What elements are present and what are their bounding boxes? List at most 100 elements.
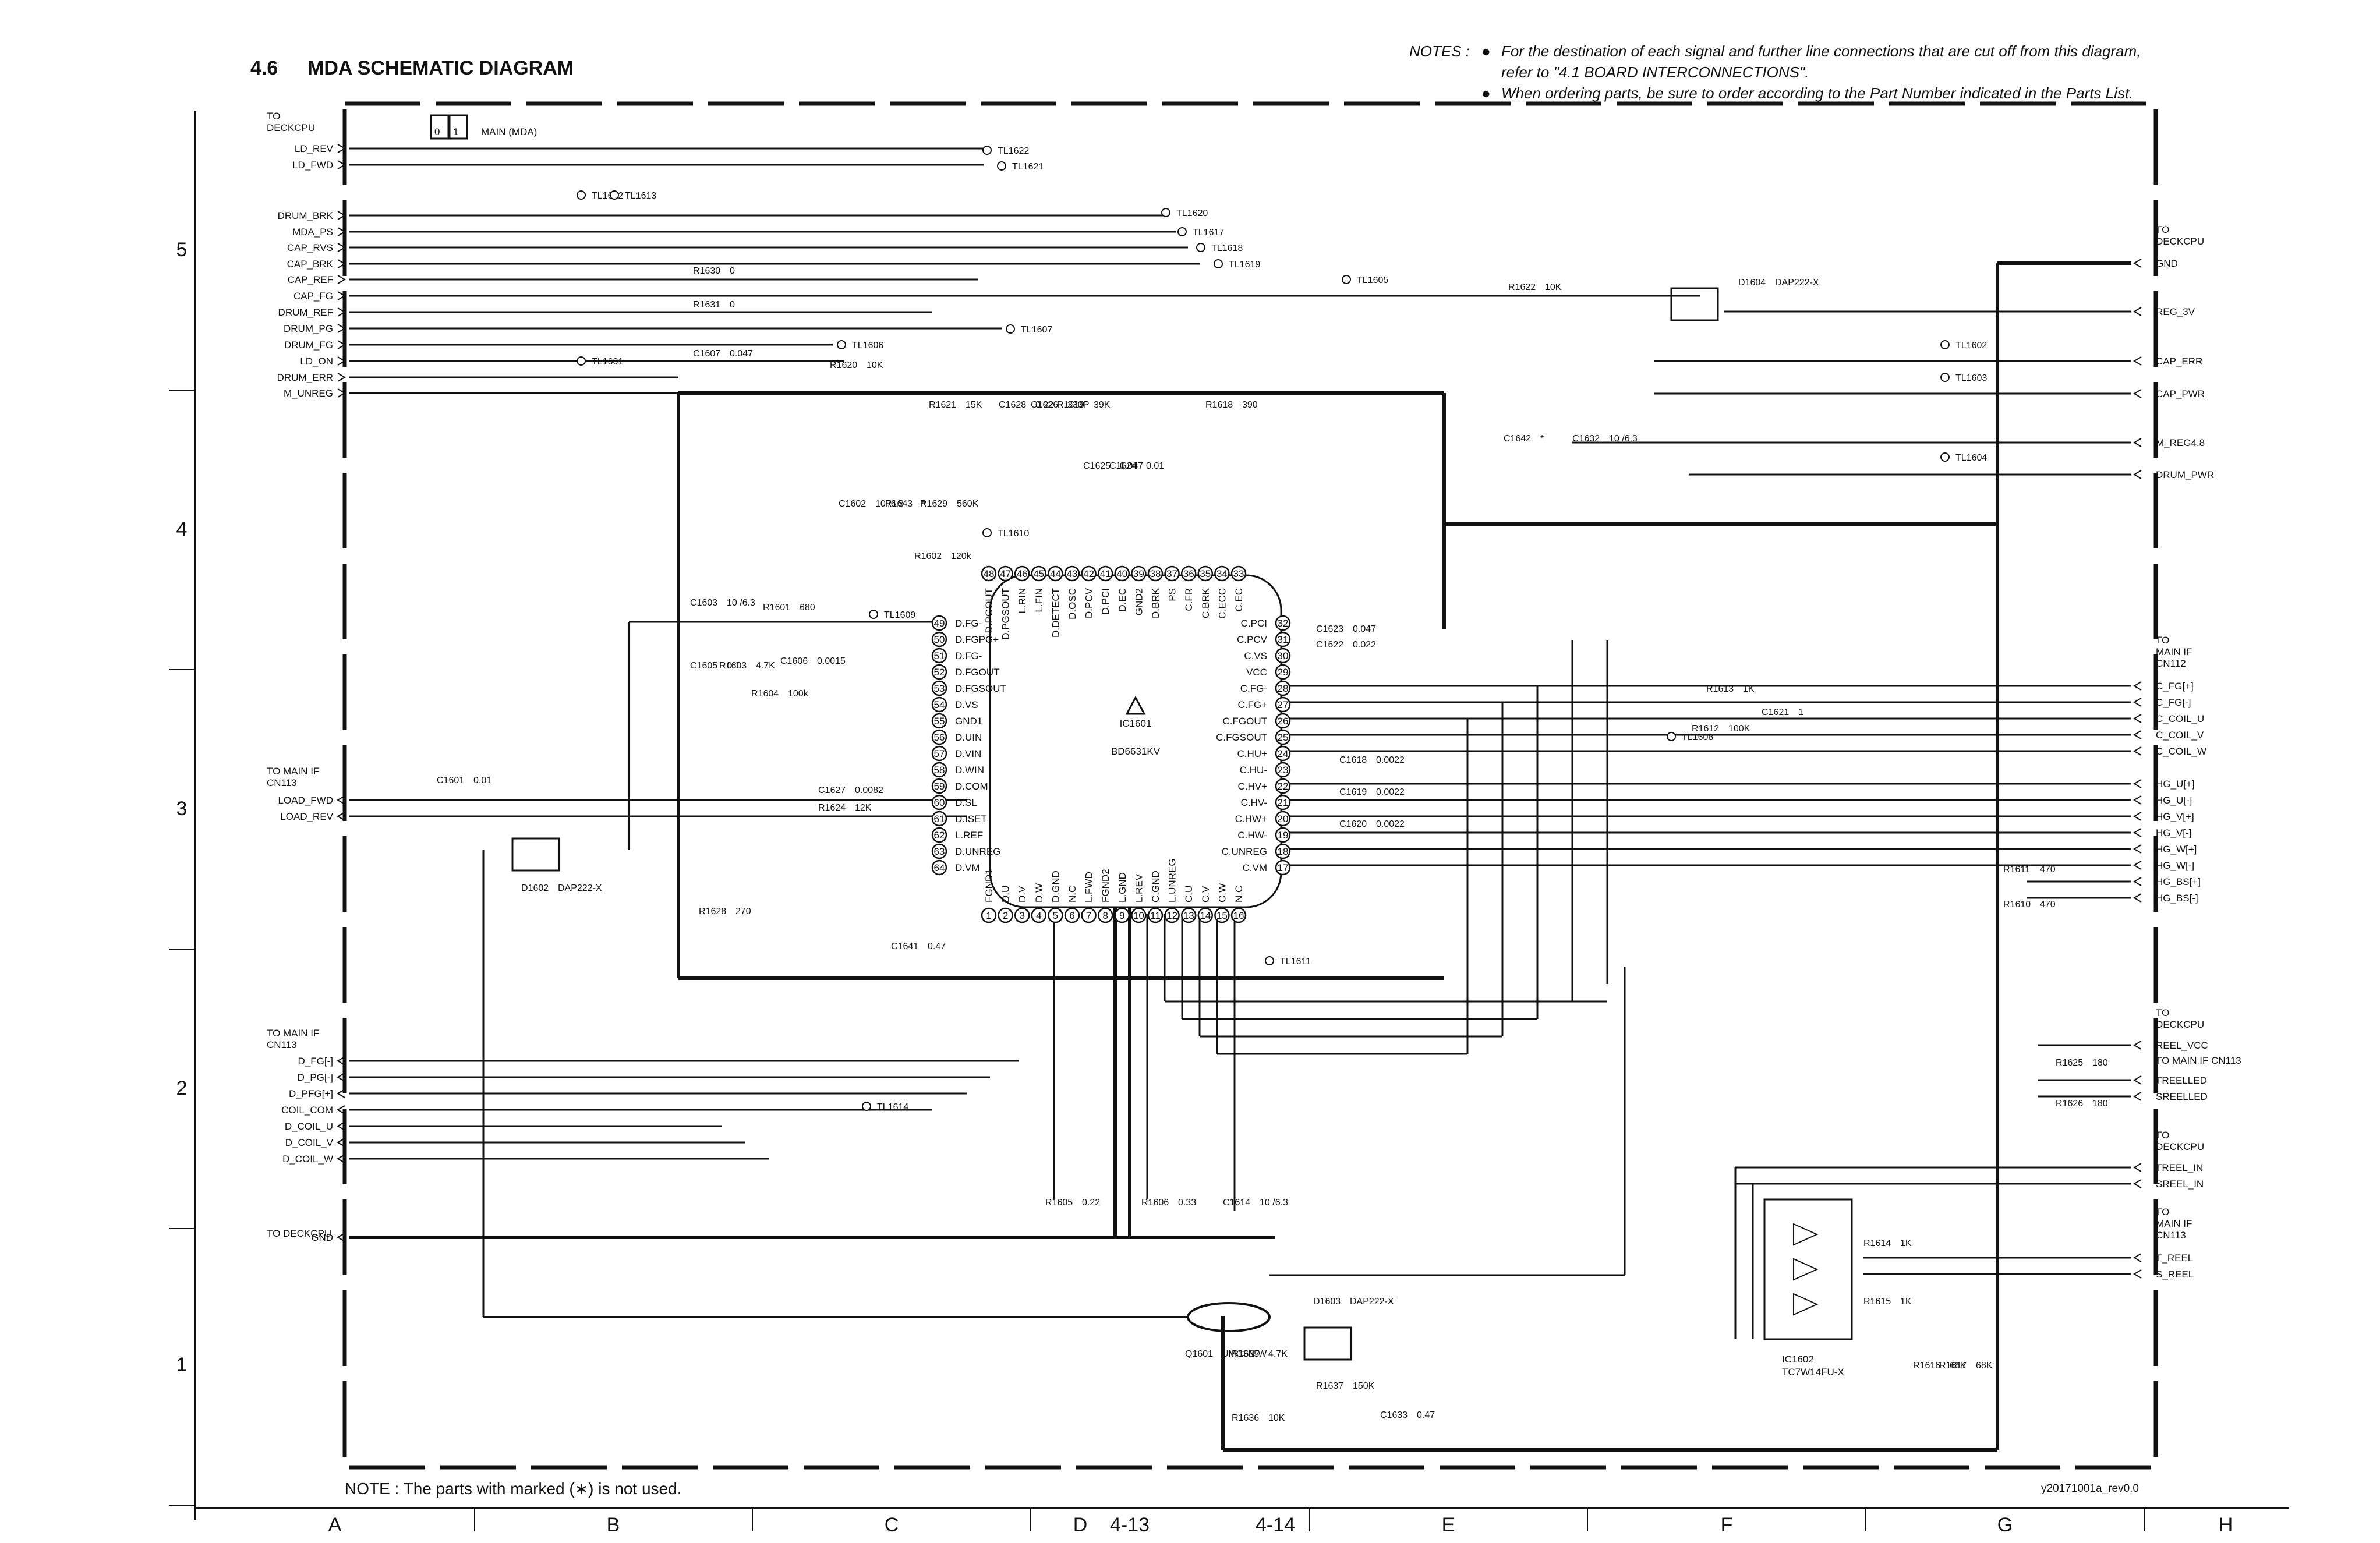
signal-arrow-icon: [337, 243, 346, 252]
signal-arrow-icon: [337, 144, 346, 153]
ic-pin-50: [931, 631, 947, 647]
ic-pin-22: [1275, 778, 1291, 794]
notes-block: NOTES :●For the destination of each sign…: [1409, 41, 2142, 104]
signal-gnd: GND: [311, 1232, 333, 1243]
ic-pin-3: [1014, 907, 1030, 923]
test-point-tl1614: [862, 1102, 871, 1111]
signal-arrow-icon: [2133, 877, 2142, 886]
signal-arrow-icon: [337, 388, 346, 398]
signal-arrow-icon: [337, 1121, 345, 1131]
ic-pin-5: [1048, 907, 1063, 923]
ic-pin-name-53: D.FGSOUT: [955, 683, 1006, 694]
ic-pin-name-60: D.SL: [955, 797, 977, 808]
ic-pin-num-29: 29: [1278, 667, 1289, 678]
ic-pin-num-10: 10: [1133, 910, 1144, 921]
ic-pin-num-60: 60: [934, 797, 945, 808]
test-point-tl1622: [982, 146, 992, 155]
ic-pin-name-27: C.FG+: [1237, 699, 1267, 710]
ic-pin-num-28: 28: [1278, 683, 1289, 694]
component-value-c1607: 0.047: [730, 349, 753, 359]
component-value-c1628: 0.22: [1035, 400, 1053, 410]
test-point-label-tl1609: TL1609: [884, 610, 915, 620]
ic-pin-63: [931, 843, 947, 859]
ic-pin-4: [1031, 907, 1047, 923]
page-number-left: 4-13: [1110, 1514, 1150, 1536]
signal-c-coil-w: C_COIL_W: [2156, 746, 2206, 757]
component-ref-c1618: C1618: [1339, 755, 1367, 765]
signal-arrow-icon: [2133, 1163, 2142, 1172]
ic-pin-name-16: N.C: [1233, 886, 1244, 903]
component-value-r1601: 680: [800, 603, 815, 613]
signal-treelled: TREELLED: [2156, 1075, 2207, 1086]
signal-arrow-icon: [2133, 1253, 2142, 1262]
signal-ld-fwd: LD_FWD: [292, 160, 333, 171]
component-value-q1601: UMC3N-W: [1222, 1349, 1267, 1359]
ic-pin-51: [931, 647, 947, 664]
signal-c-coil-u: C_COIL_U: [2156, 713, 2204, 724]
test-point-tl1612: [577, 190, 586, 200]
test-point-tl1601: [577, 356, 586, 366]
right-group-title-1-1: MAIN IF: [2156, 646, 2192, 657]
test-point-tl1605: [1342, 275, 1351, 284]
ic-pin-name-52: D.FGOUT: [955, 667, 1000, 678]
ic-pin-name-46: L.RIN: [1017, 588, 1028, 613]
ic-pin-11: [1147, 907, 1164, 923]
left-group-title-3-0: TO DECKCPU: [267, 1228, 331, 1239]
signal-arrow-icon: [337, 373, 346, 382]
ic-pin-64: [931, 859, 947, 876]
signal-cap-pwr: CAP_PWR: [2156, 388, 2205, 399]
ic-pin-26: [1275, 713, 1291, 729]
signal-d-coil-u: D_COIL_U: [285, 1121, 333, 1132]
component-value-r1628: 270: [735, 907, 751, 916]
component-ref-r1643: R1643: [885, 499, 913, 509]
signal-arrow-icon: [2133, 893, 2142, 903]
ic-pin-num-42: 42: [1083, 568, 1094, 579]
test-point-label-tl1610: TL1610: [998, 529, 1029, 539]
ic-pin-name-36: C.FR: [1183, 588, 1194, 611]
left-group-title-2-0: TO MAIN IF: [267, 1028, 319, 1039]
test-point-tl1617: [1177, 227, 1187, 236]
test-point-tl1607: [1006, 324, 1015, 334]
ic-pin-19: [1275, 827, 1291, 843]
signal-sreelled: SREELLED: [2156, 1091, 2208, 1102]
ic-pin-name-25: C.FGSOUT: [1216, 732, 1267, 743]
signal-arrow-icon: [337, 1138, 345, 1147]
component-ref-r1631: R1631: [693, 300, 720, 310]
right-group-title-5-0: TO: [2156, 1206, 2169, 1218]
ic-pin-name-64: D.VM: [955, 862, 980, 873]
ic-pin-num-3: 3: [1019, 910, 1024, 921]
left-group-title-2-1: CN113: [267, 1039, 297, 1050]
component-ref-r1603: R1603: [719, 661, 747, 671]
signal-arrow-icon: [337, 291, 346, 300]
ic-pin-num-52: 52: [934, 667, 945, 678]
ic-pin-name-43: D.OSC: [1067, 588, 1078, 620]
column-label-F: F: [1721, 1514, 1733, 1536]
ic-pin-14: [1197, 907, 1214, 923]
ic-pin-39: [1131, 565, 1147, 582]
ic-pin-num-51: 51: [934, 650, 945, 661]
signal-cap-fg: CAP_FG: [293, 291, 333, 302]
ic-pin-name-24: C.HU+: [1237, 748, 1268, 759]
column-label-G: G: [1997, 1514, 2013, 1536]
ic-pin-name-35: C.BRK: [1200, 588, 1211, 618]
ic-pin-31: [1275, 631, 1291, 647]
ic-pin-num-34: 34: [1216, 568, 1228, 579]
ic-pin-name-6: N.C: [1067, 886, 1078, 903]
ic-pin-name-48: D.PGOUT: [984, 588, 995, 633]
signal-arrow-icon: [2133, 861, 2142, 870]
ic-pin-48: [981, 565, 997, 582]
board-index-box-2: [448, 114, 468, 140]
component-ref-c1624: C1624: [1109, 461, 1137, 471]
test-point-tl1604: [1940, 452, 1950, 462]
signal-drum-fg: DRUM_FG: [284, 339, 333, 351]
test-point-tl1619: [1214, 259, 1223, 268]
ic-pin-name-57: D.VIN: [955, 748, 981, 759]
right-group-title-2-1: DECKCPU: [2156, 1019, 2204, 1030]
ic-pin-num-43: 43: [1067, 568, 1078, 579]
ic-pin-num-2: 2: [1003, 910, 1008, 921]
ic-pin-num-16: 16: [1233, 910, 1244, 921]
signal-reg-3v: REG_3V: [2156, 306, 2195, 317]
signal-drum-pwr: DRUM_PWR: [2156, 469, 2214, 480]
ic-pin-62: [931, 827, 947, 843]
ic-pin-num-40: 40: [1116, 568, 1127, 579]
